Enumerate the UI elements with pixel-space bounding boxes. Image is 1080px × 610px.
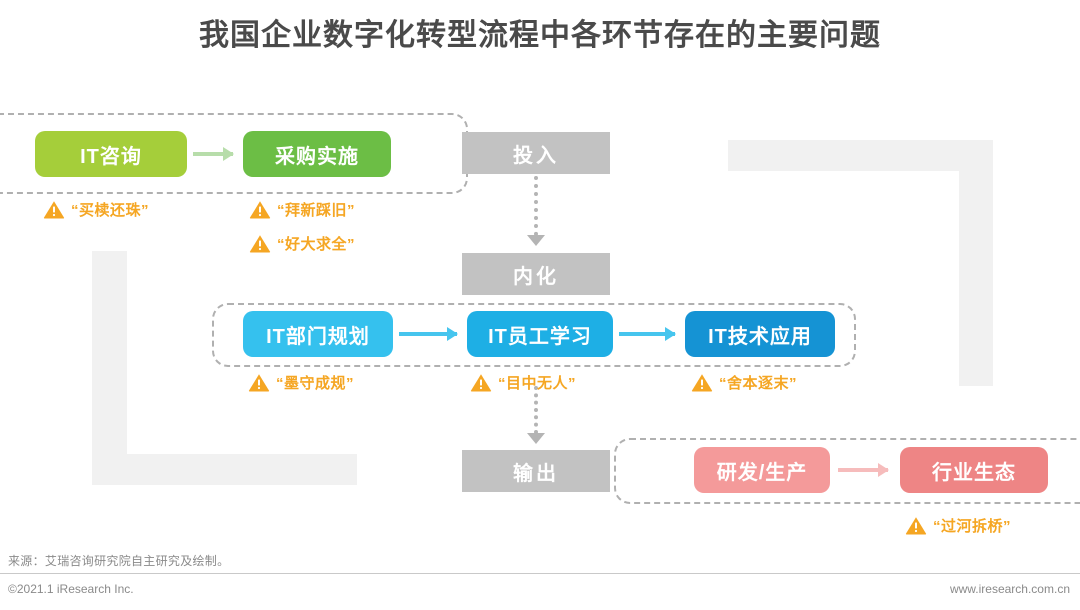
- warning-item: “目中无人”: [470, 372, 576, 393]
- decor-bracket-bottom-left-horizontal: [92, 454, 357, 485]
- warning-triangle-icon: [249, 201, 271, 219]
- stage-connector-2: [534, 386, 542, 434]
- warning-triangle-icon: [691, 374, 713, 392]
- warning-label: “墨守成规”: [276, 375, 355, 392]
- warning-item: “墨守成规”: [248, 372, 354, 393]
- decor-bracket-top-right-horizontal: [728, 140, 993, 171]
- warning-triangle-icon: [43, 201, 65, 219]
- node-it-consulting[interactable]: IT咨询: [35, 131, 187, 177]
- node-it-technology-application[interactable]: IT技术应用: [685, 311, 835, 357]
- node-it-department-planning[interactable]: IT部门规划: [243, 311, 393, 357]
- node-it-staff-learning[interactable]: IT员工学习: [467, 311, 613, 357]
- warning-triangle-icon: [248, 374, 270, 392]
- stage-connector-1: [534, 176, 542, 236]
- stage-connector-arrowhead-2: [527, 433, 545, 444]
- footer-divider: [0, 573, 1080, 574]
- decor-bracket-top-right-vertical: [959, 140, 993, 386]
- warning-label: “舍本逐末”: [719, 375, 798, 392]
- group-outline-output: [614, 438, 1080, 504]
- arrow-internalize-1: [399, 327, 458, 341]
- arrow-output-1: [838, 463, 889, 477]
- warning-item: “过河拆桥”: [905, 515, 1011, 536]
- stage-label-output: 输出: [462, 450, 610, 492]
- warning-triangle-icon: [249, 235, 271, 253]
- warning-item: “买椟还珠”: [43, 199, 149, 220]
- stage-label-internalize: 内化: [462, 253, 610, 295]
- node-procurement-implementation[interactable]: 采购实施: [243, 131, 391, 177]
- arrow-input-1: [193, 147, 234, 161]
- copyright-text: ©2021.1 iResearch Inc.: [8, 582, 134, 596]
- warning-triangle-icon: [905, 517, 927, 535]
- warning-item: “好大求全”: [249, 233, 355, 254]
- source-note: 来源：艾瑞咨询研究院自主研究及绘制。: [8, 554, 230, 568]
- warning-label: “拜新踩旧”: [277, 202, 356, 219]
- warning-triangle-icon: [470, 374, 492, 392]
- node-industry-ecosystem[interactable]: 行业生态: [900, 447, 1048, 493]
- website-url: www.iresearch.com.cn: [949, 582, 1070, 596]
- decor-bracket-bottom-left-vertical: [92, 251, 127, 485]
- stage-label-input: 投入: [462, 132, 610, 174]
- warning-item: “拜新踩旧”: [249, 199, 355, 220]
- page-title: 我国企业数字化转型流程中各环节存在的主要问题: [199, 19, 881, 52]
- arrow-internalize-2: [619, 327, 676, 341]
- warning-label: “好大求全”: [277, 236, 356, 253]
- warning-item: “舍本逐末”: [691, 372, 797, 393]
- node-rd-production[interactable]: 研发/生产: [694, 447, 830, 493]
- warning-label: “过河拆桥”: [933, 518, 1012, 535]
- warning-label: “买椟还珠”: [71, 202, 150, 219]
- stage-connector-arrowhead-1: [527, 235, 545, 246]
- warning-label: “目中无人”: [498, 375, 577, 392]
- group-outline-internalize: [212, 303, 856, 367]
